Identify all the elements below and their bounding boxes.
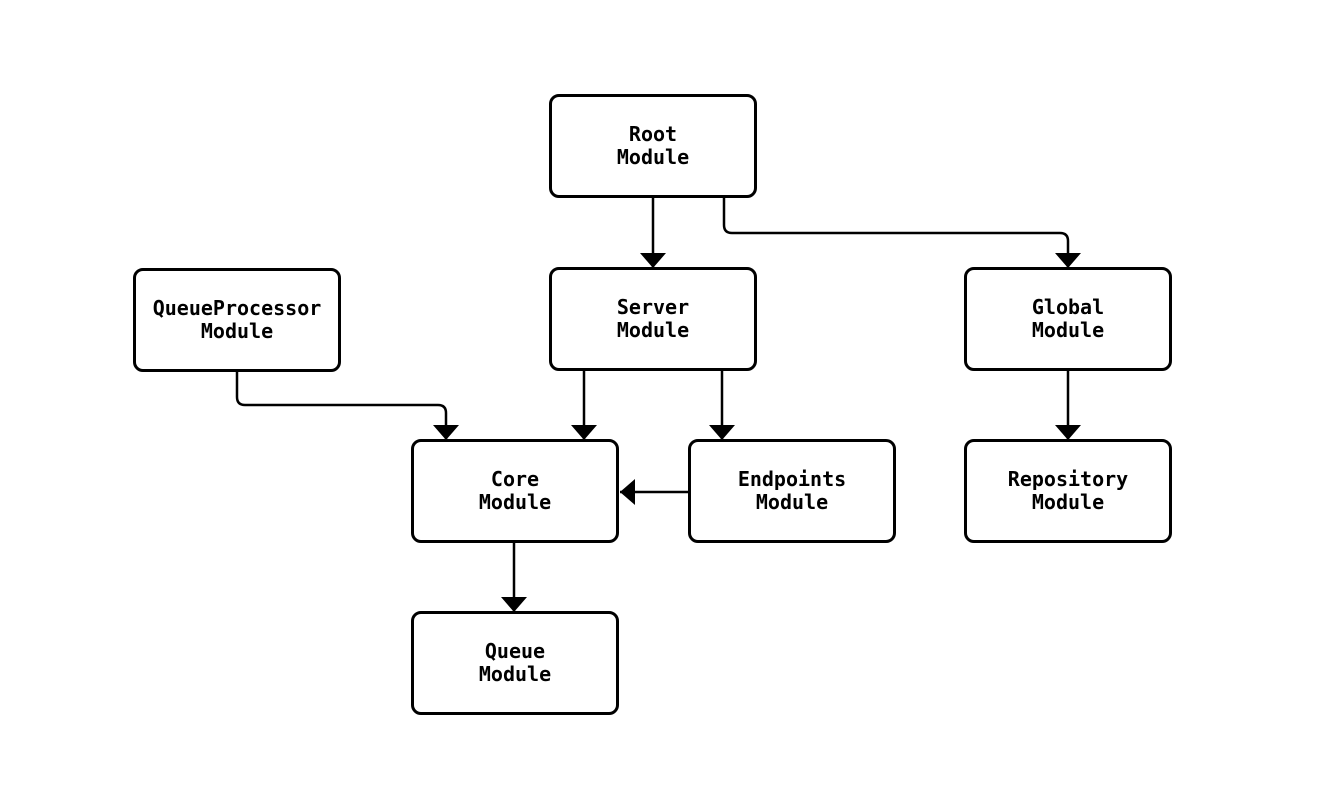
arrowhead-icon xyxy=(501,597,527,612)
node-label: Endpoints Module xyxy=(737,467,847,514)
node-repository-module: Repository Module xyxy=(964,439,1172,543)
arrowhead-icon xyxy=(433,425,459,440)
arrowhead-icon xyxy=(571,425,597,440)
arrowhead-icon xyxy=(709,425,735,440)
edge-server-module-to-core-module xyxy=(571,371,597,440)
node-endpoints-module: Endpoints Module xyxy=(688,439,896,543)
node-queue-module: Queue Module xyxy=(411,611,619,715)
arrowhead-icon xyxy=(620,479,635,505)
node-label: QueueProcessor Module xyxy=(152,296,322,343)
arrowhead-icon xyxy=(1055,253,1081,268)
edge-queueprocessor-module-to-core-module xyxy=(235,372,459,440)
node-core-module: Core Module xyxy=(411,439,619,543)
edge-core-module-to-queue-module xyxy=(501,543,527,612)
arrowhead-icon xyxy=(1055,425,1081,440)
edge-line xyxy=(722,198,1070,268)
node-root-module: Root Module xyxy=(549,94,757,198)
edge-line xyxy=(235,372,448,440)
node-label: Core Module xyxy=(478,467,552,514)
node-label: Server Module xyxy=(616,295,690,342)
edge-root-module-to-global-module xyxy=(722,198,1081,268)
edge-endpoints-module-to-core-module xyxy=(620,479,688,505)
node-global-module: Global Module xyxy=(964,267,1172,371)
node-server-module: Server Module xyxy=(549,267,757,371)
node-label: Global Module xyxy=(1031,295,1105,342)
node-queueprocessor-module: QueueProcessor Module xyxy=(133,268,341,372)
node-label: Queue Module xyxy=(478,639,552,686)
arrowhead-icon xyxy=(640,253,666,268)
edge-global-module-to-repository-module xyxy=(1055,371,1081,440)
node-label: Repository Module xyxy=(1007,467,1129,514)
node-label: Root Module xyxy=(616,122,690,169)
edge-root-module-to-server-module xyxy=(640,198,666,268)
edge-server-module-to-endpoints-module xyxy=(709,371,735,440)
